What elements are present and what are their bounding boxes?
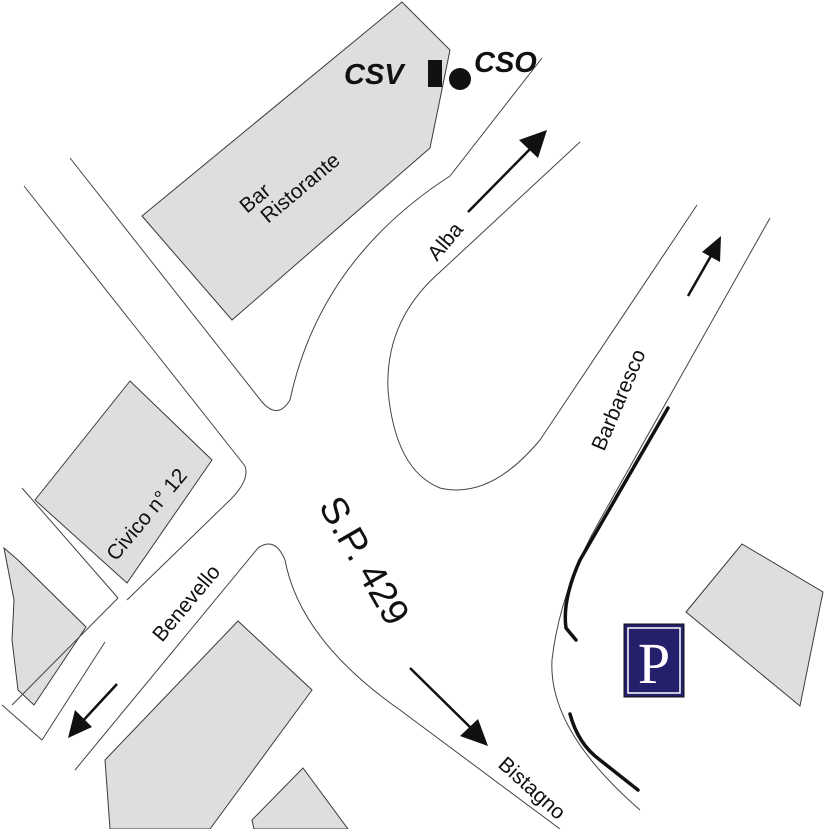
- road-edge-benevello-lower-b: [41, 641, 106, 741]
- parking-sign: P: [623, 623, 685, 698]
- arrow-bistagno: [409, 667, 488, 746]
- sp429-label: S.P. 429: [310, 490, 417, 633]
- road-edge-alba-left: [289, 57, 543, 401]
- building-left-edge: [3, 546, 87, 706]
- building-parking-right: [685, 543, 824, 707]
- building-civico-12: [34, 380, 213, 584]
- barbaresco-label: Barbaresco: [587, 346, 650, 454]
- parking-icon: P: [638, 631, 670, 696]
- road-edge-bistagno: [399, 709, 561, 829]
- arrow-alba: [467, 130, 547, 213]
- cso-circle-marker: [449, 68, 471, 90]
- road-edge-benevello-lower-a: [1, 704, 43, 741]
- parking-curb-lower: [568, 712, 640, 792]
- csv-square-marker: [428, 60, 442, 87]
- road-edge-south: [74, 543, 401, 771]
- csv-label: CSV: [344, 59, 406, 91]
- road-edge-civico-right: [126, 465, 247, 601]
- parking-curb-upper: [563, 406, 670, 642]
- cso-label: CSO: [474, 47, 537, 79]
- road-edge-top-left: [23, 185, 246, 467]
- building-bottom-middle: [251, 767, 349, 829]
- building-bar-ristorante: [141, 1, 451, 321]
- road-edge-barbaresco-right: [551, 217, 771, 811]
- arrow-barbaresco: [686, 236, 721, 297]
- road-edge-top-center: [69, 157, 291, 411]
- benevello-label: Benevello: [148, 561, 225, 646]
- arrow-benevello: [68, 683, 118, 738]
- alba-label: Alba: [423, 218, 468, 265]
- building-bottom-left: [104, 620, 313, 829]
- road-edge-alba-loop: [387, 141, 698, 491]
- road-edge-benevello-upper: [21, 487, 119, 599]
- road-edge-benevello-left: [11, 597, 119, 706]
